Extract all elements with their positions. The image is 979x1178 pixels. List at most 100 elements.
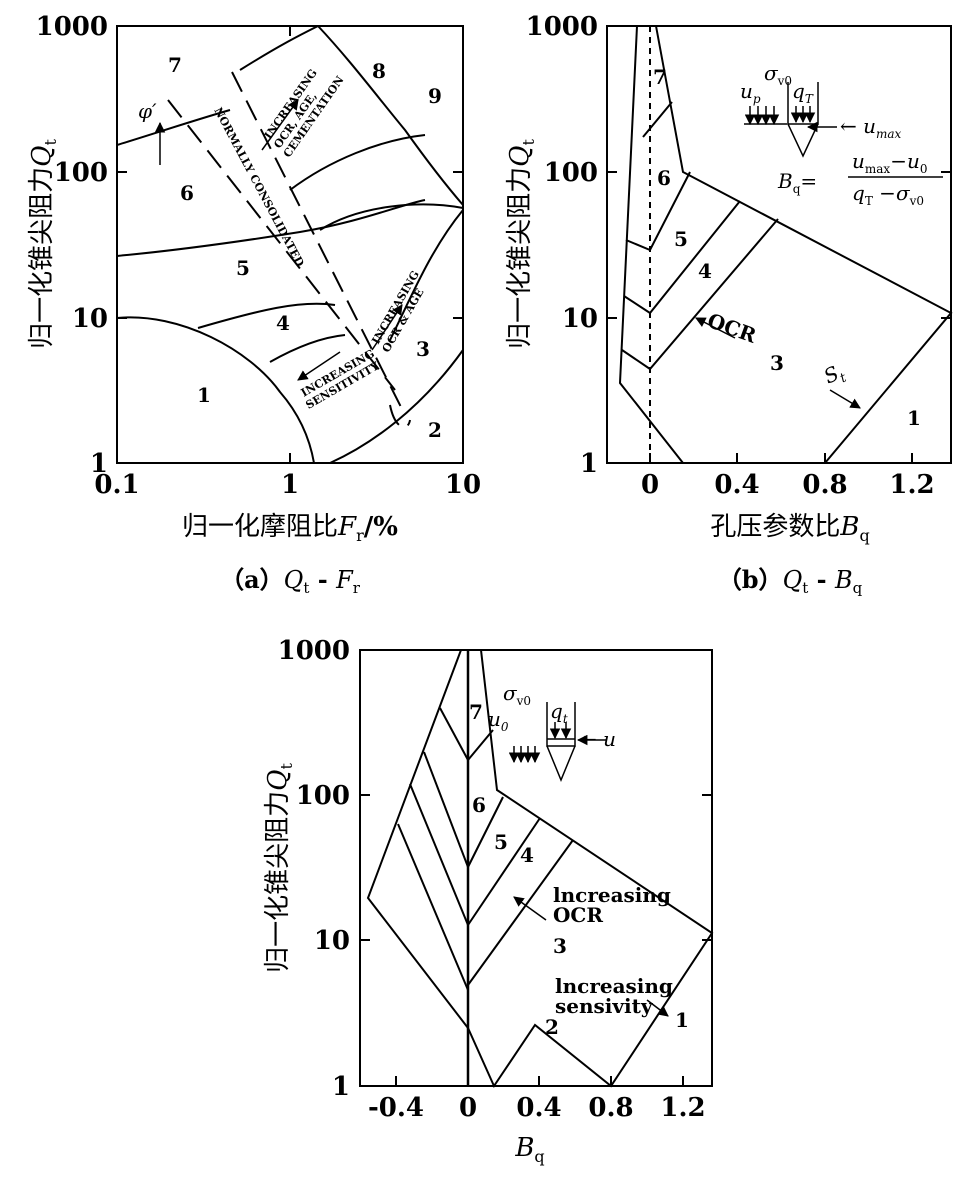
c-boundary-left-3: [423, 751, 469, 868]
panel-c-annotations: lncreasing OCR lncreasing sensivity σv0 …: [488, 681, 673, 1018]
zone-4-label: 4: [520, 843, 534, 867]
y-tick-label: 1000: [526, 12, 598, 42]
x-tick-label: -0.4: [368, 1093, 424, 1123]
qt-label: qt: [550, 699, 568, 726]
sensitivity-arrow: [646, 999, 669, 1017]
panel-c-zone-labels: 1 2 3 4 5 6 7: [469, 700, 689, 1039]
panel-b: 1 3 4 5 6 7 OCR St σv0 up qT ← umax Bq= …: [505, 12, 953, 597]
zone-3-label: 3: [416, 337, 430, 361]
c-boundary-left-4: [439, 707, 469, 761]
umax-label: ← umax: [840, 114, 902, 141]
inc-sensitivity-label: INCREASING SENSITIVITY: [299, 347, 382, 412]
phi-label: φ′: [138, 99, 157, 123]
panel-b-arrows: [695, 121, 861, 409]
zone-5-label: 5: [674, 227, 688, 251]
panel-a-arrows: [154, 99, 403, 381]
panel-c-x-axis-title: Bq: [514, 1133, 544, 1166]
zone-4-label: 4: [698, 259, 712, 283]
panel-a: 1 2 3 4 5 6 7 8 9 φ′ NORMALLY CONSOLIDAT…: [27, 12, 481, 597]
zone-5-label: 5: [494, 830, 508, 854]
boundary-6: [389, 209, 464, 341]
x-tick-label: 10: [445, 470, 481, 500]
boundary-1: [116, 316, 315, 464]
pressure-arrows: [744, 106, 816, 126]
panel-c-boundaries: [366, 649, 714, 1089]
b-boundary-6-5: [625, 171, 691, 252]
cone-tip: [787, 123, 819, 158]
boundary-7: [116, 109, 231, 146]
c-boundary-4-3: [467, 839, 574, 986]
cone-shaft: [787, 82, 819, 125]
y-tick-label: 100: [544, 158, 598, 188]
panel-c-y-axis-title: 归一化锥尖阻力Qt: [263, 763, 296, 973]
zone-7-label: 7: [469, 700, 483, 724]
panel-a-zone-labels: 1 2 3 4 5 6 7 8 9: [168, 53, 442, 442]
panel-a-x-tick-labels: 0.1 1 10: [94, 470, 481, 500]
x-tick-label: 0: [459, 1093, 477, 1123]
panel-b-frame: [606, 25, 952, 464]
inc-ocr-age-cement-label: INCREASING OCR, AGE, CEMENTATION: [262, 67, 347, 160]
zone-6-label: 6: [180, 181, 194, 205]
qT-label: qT: [792, 79, 814, 106]
panel-c-y-tick-labels: 1 10 100 1000: [278, 636, 350, 1102]
bq-formula: Bq= umax−u0 qT −σv0: [777, 149, 943, 208]
formula-lhs: Bq=: [777, 169, 817, 196]
x-tick-label: 0.1: [94, 470, 139, 500]
zone-1-label: 1: [197, 383, 211, 407]
ocr-age-arrow-2: [371, 304, 403, 351]
panel-a-caption: （a）Qt - Fr: [220, 565, 361, 597]
x-tick-label: 0.4: [516, 1093, 561, 1123]
panel-b-zone-labels: 1 3 4 5 6 7: [653, 65, 921, 430]
panel-c-cone-sketch: [508, 702, 576, 782]
zone-8-label: 8: [372, 59, 386, 83]
zone-2-label: 2: [428, 418, 442, 442]
pressure-arrows: [508, 722, 572, 764]
up-label: up: [740, 79, 761, 106]
panel-b-x-axis-title: 孔压参数比Bq: [710, 512, 869, 545]
st-label: St: [820, 358, 850, 392]
panel-b-x-tick-labels: 0 0.4 0.8 1.2: [641, 470, 935, 500]
st-arrow: [829, 389, 861, 409]
panel-b-ticks: [607, 171, 951, 463]
panel-b-y-tick-labels: 1 10 100 1000: [526, 12, 598, 479]
boundary-11: [317, 25, 464, 206]
panel-b-caption: （b）Qt - Bq: [718, 565, 863, 597]
x-tick-label: 1: [281, 470, 299, 500]
x-tick-label: 0.8: [588, 1093, 633, 1123]
inc-ocr-label-2: OCR: [553, 903, 603, 927]
outer-boundary: [366, 649, 714, 1089]
zone-5-label: 5: [236, 256, 250, 280]
y-tick-label: 1000: [36, 12, 108, 42]
zone-2-label: 2: [545, 1015, 559, 1039]
c-boundary-7-6: [467, 729, 494, 761]
zone-9-label: 9: [428, 84, 442, 108]
zone-3-label: 3: [553, 934, 567, 958]
panel-c-x-tick-labels: -0.4 0 0.4 0.8 1.2: [368, 1093, 706, 1123]
panel-c-ticks: [360, 794, 712, 1086]
inc-sens-label-1: lncreasing: [555, 974, 673, 998]
c-boundary-6-5: [467, 796, 504, 868]
b-boundary-7-6: [642, 101, 673, 138]
panel-a-y-axis-title: 归一化锥尖阻力Qt: [27, 139, 60, 349]
boundary-9: [319, 203, 464, 231]
zone-7-label: 7: [653, 65, 667, 89]
panel-b-y-axis-title: 归一化锥尖阻力Qt: [505, 139, 538, 349]
zone-6-label: 6: [657, 166, 671, 190]
y-tick-label: 10: [314, 926, 350, 956]
panel-b-annotations: OCR St σv0 up qT ← umax Bq= umax−u0 qT −…: [704, 61, 943, 392]
b-boundary-4-3: [621, 218, 779, 371]
y-tick-label: 100: [54, 158, 108, 188]
u0-label: u0: [488, 707, 509, 734]
panel-c: 1 2 3 4 5 6 7 lncreasing OCR lncreasing …: [263, 636, 714, 1166]
ocr-arrow: [695, 317, 736, 339]
boundary-4: [269, 334, 346, 363]
boundary-2: [329, 349, 464, 464]
zone-7-label: 7: [168, 53, 182, 77]
panel-b-boundaries: [618, 25, 953, 464]
ocr-label: OCR: [704, 308, 760, 348]
y-tick-label: 1: [580, 449, 598, 479]
y-tick-label: 1: [332, 1072, 350, 1102]
panel-c-arrows: [513, 734, 669, 1017]
inc-sens-label-2: sensivity: [555, 994, 654, 1018]
panel-a-y-tick-labels: 1 10 100 1000: [36, 12, 108, 479]
